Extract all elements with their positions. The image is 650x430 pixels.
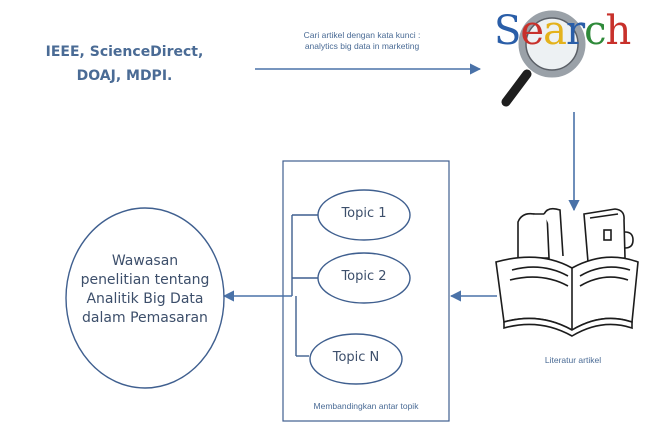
- insight-line-1: Wawasan: [111, 253, 179, 269]
- literature-label: Literatur artikel: [544, 355, 602, 365]
- search-logo-letter: S: [494, 8, 521, 54]
- sources-line-2: DOAJ, MDPI.: [76, 68, 173, 84]
- search-logo-letter: e: [520, 8, 544, 54]
- topic-bracket: [291, 214, 318, 357]
- topics-caption: Membandingkan antar topik: [313, 401, 419, 411]
- search-logo-letter: h: [605, 8, 631, 54]
- sources-text: IEEE, ScienceDirect, DOAJ, MDPI.: [22, 40, 227, 88]
- search-logo-letter: c: [584, 8, 606, 54]
- topic-2-ellipse: [317, 252, 411, 304]
- sources-line-1: IEEE, ScienceDirect,: [45, 44, 204, 60]
- insight-line-2: penelitian tentang: [80, 272, 210, 288]
- books-icon: [495, 207, 639, 337]
- insight-ellipse: [65, 207, 225, 389]
- topic-1-ellipse: [317, 189, 411, 241]
- insight-text: Wawasan penelitian tentang Analitik Big …: [60, 252, 230, 328]
- topic-2-label: Topic 2: [341, 269, 387, 284]
- topic-1-label: Topic 1: [341, 206, 387, 221]
- topic-n-label: Topic N: [332, 350, 380, 365]
- insight-line-3: Analitik Big Data: [86, 291, 204, 307]
- search-logo-letter: r: [565, 8, 585, 54]
- search-logo-letter: a: [543, 8, 567, 54]
- search-logo: Search: [494, 8, 631, 54]
- topic-n-ellipse: [309, 333, 403, 385]
- magnifier-icon: [501, 10, 586, 107]
- insight-line-4: dalam Pemasaran: [82, 310, 208, 326]
- query-line-2: analytics big data in marketing: [304, 41, 420, 51]
- query-line-1: Cari artikel dengan kata kunci :: [303, 30, 421, 40]
- search-query-text: Cari artikel dengan kata kunci : analyti…: [262, 30, 462, 52]
